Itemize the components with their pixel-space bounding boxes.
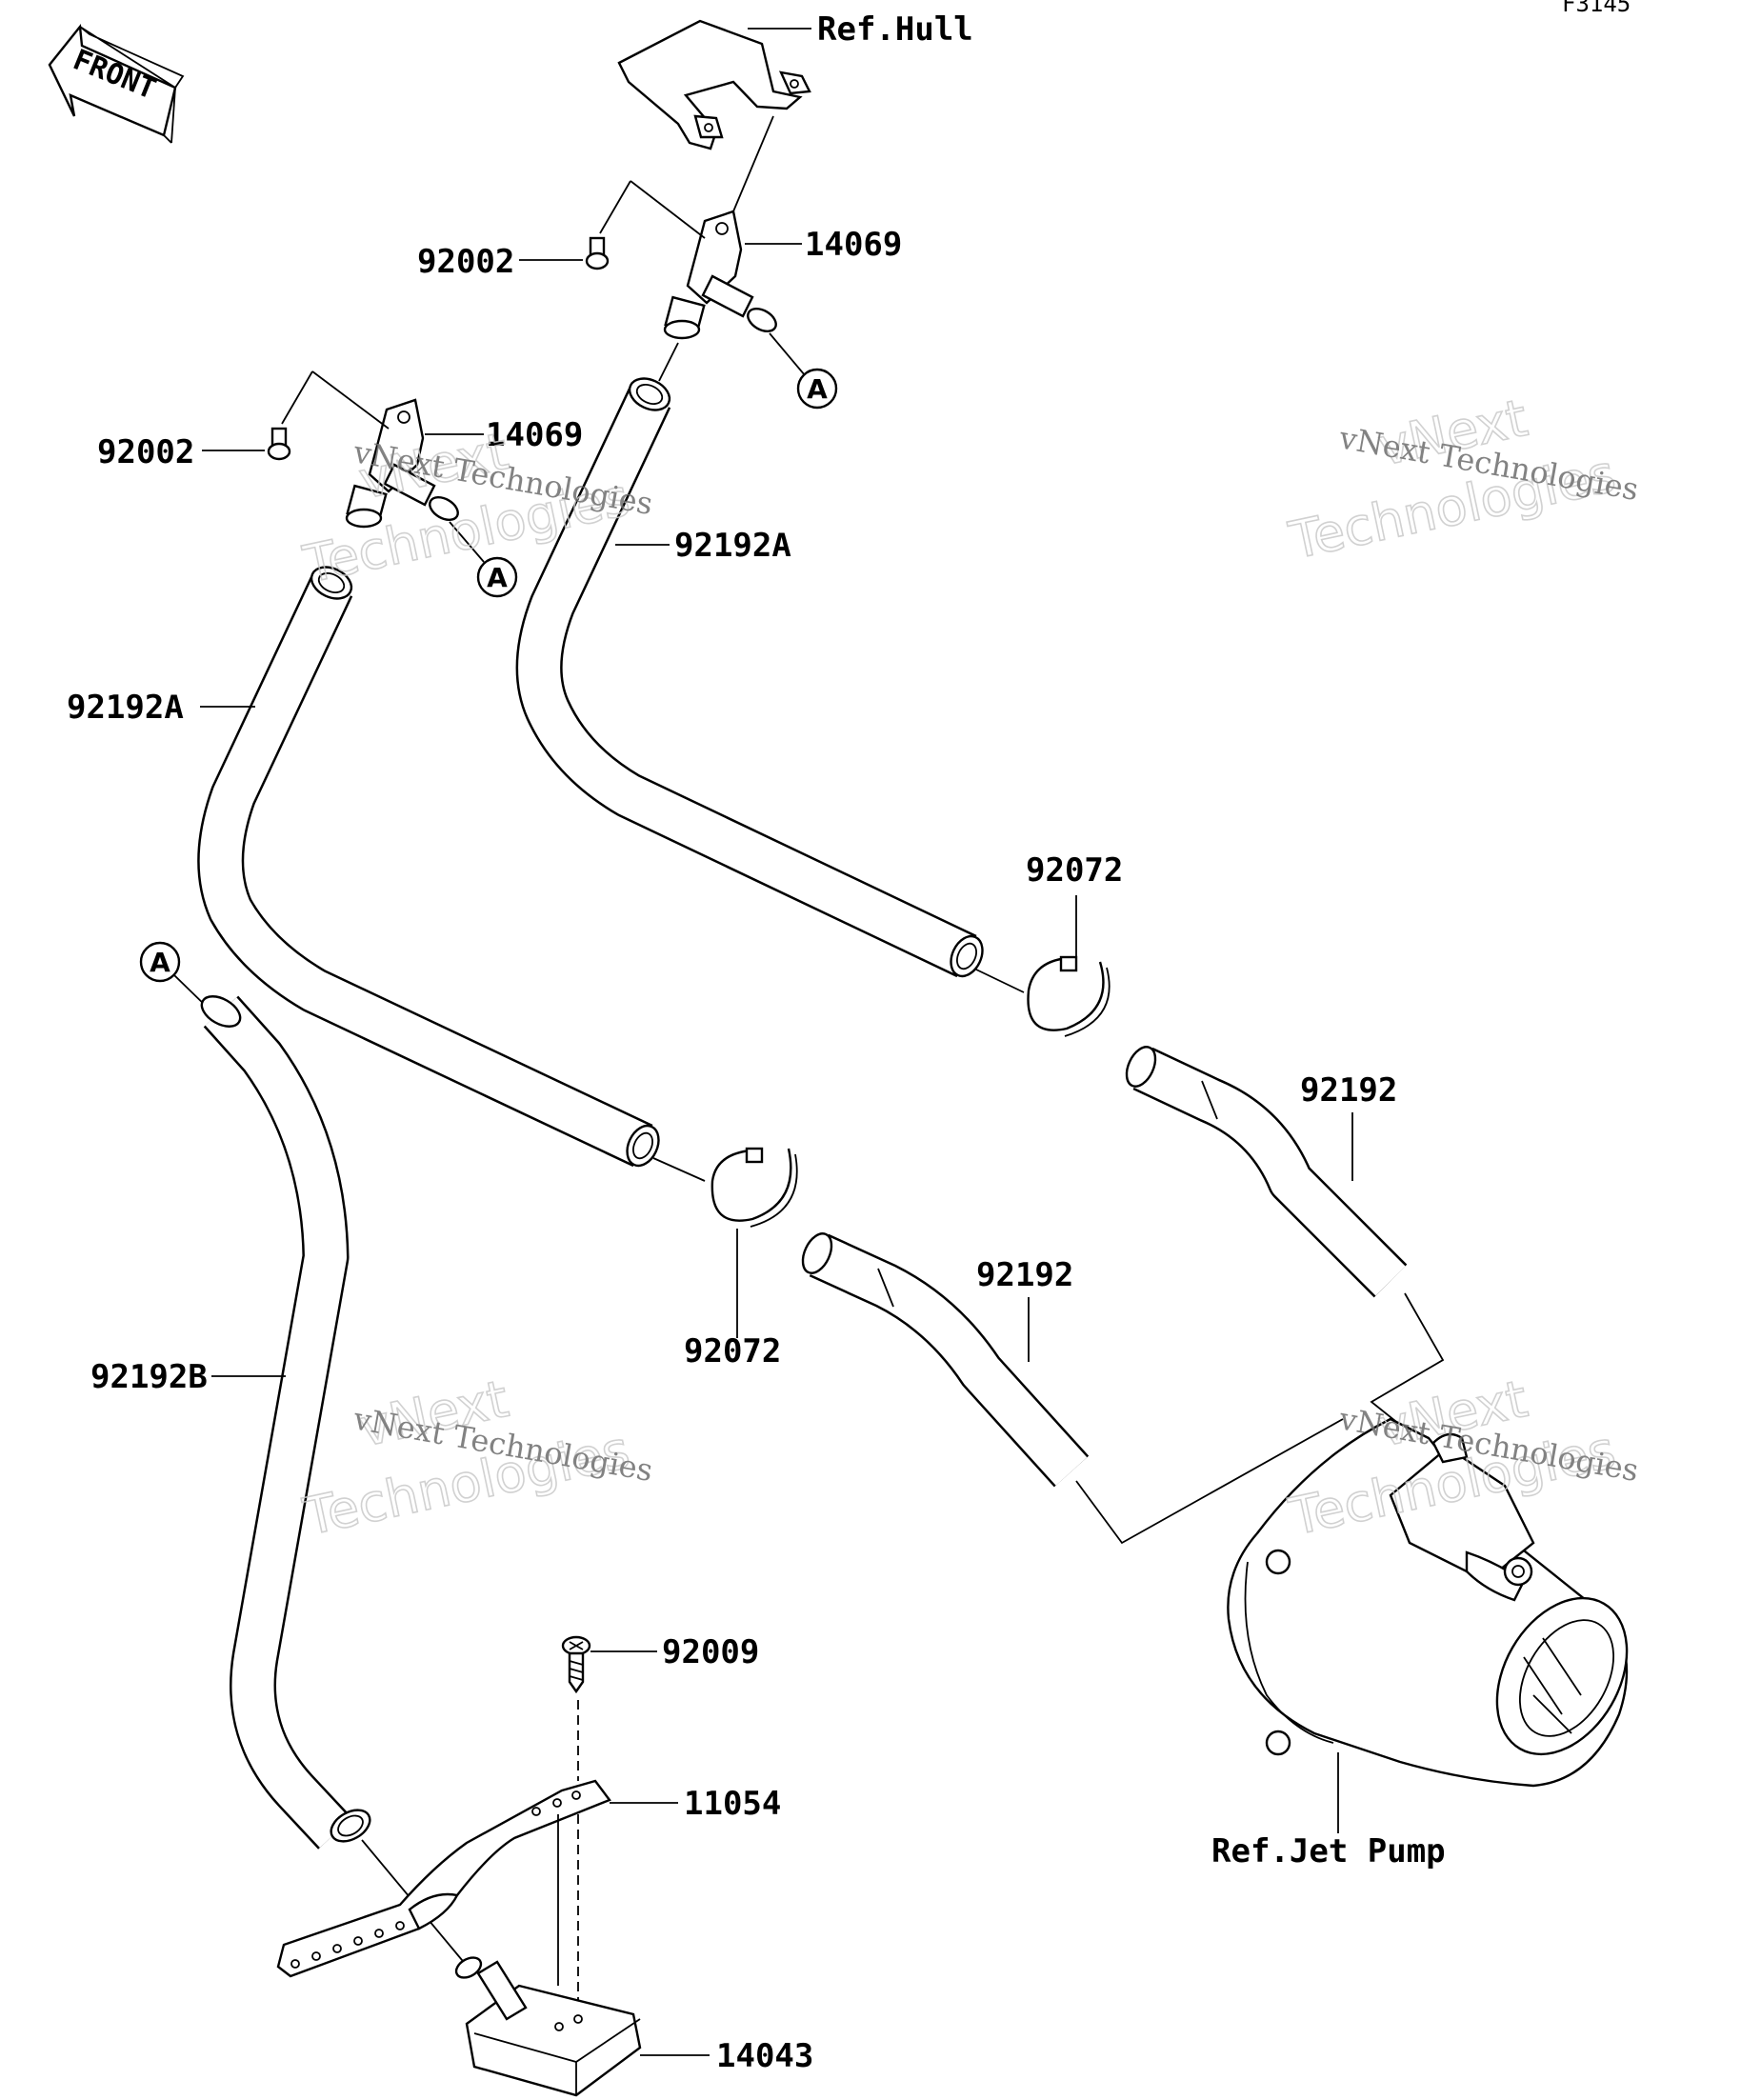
ref-hull-label: Ref.Hull — [817, 10, 973, 49]
part-14069-top-label: 14069 — [805, 226, 902, 264]
part-92009-label: 92009 — [662, 1633, 759, 1671]
screw-icon — [561, 1635, 591, 1694]
part-92072-upper-label: 92072 — [1026, 851, 1123, 890]
ref-jet-pump-label: Ref.Jet Pump — [1211, 1832, 1446, 1870]
hose-92192a-left — [197, 566, 660, 1168]
clamp-lower — [710, 1147, 798, 1228]
fitting-top — [663, 210, 777, 340]
hull-bracket — [617, 19, 811, 150]
jet-pump — [1227, 1417, 1629, 1788]
hose-92192b — [200, 995, 371, 1850]
part-92192-middle-label: 92192 — [976, 1256, 1073, 1294]
hose-92192a-right — [515, 377, 984, 978]
front-arrow-icon: FRONT — [48, 23, 185, 144]
part-92192-right-label: 92192 — [1300, 1071, 1397, 1110]
svg-text:A: A — [807, 373, 828, 405]
clamp-upper — [1027, 955, 1111, 1037]
part-92192b-label: 92192B — [90, 1358, 208, 1396]
diagram-code: F3145 — [1562, 0, 1631, 17]
part-11054-label: 11054 — [684, 1785, 781, 1823]
part-92192a-left-label: 92192A — [67, 689, 184, 727]
part-92072-lower-label: 92072 — [684, 1332, 781, 1370]
hose-92192-right — [1125, 1046, 1408, 1298]
part-14069-left-label: 14069 — [486, 416, 583, 454]
part-92002-left-label: 92002 — [97, 433, 194, 471]
svg-text:A: A — [487, 562, 508, 593]
part-92192a-right-label: 92192A — [674, 527, 791, 565]
callout-a-left — [476, 556, 518, 598]
filter — [454, 1956, 642, 2097]
fitting-left — [345, 398, 459, 529]
hose-92192-middle — [801, 1232, 1090, 1488]
watermark-lower-left: vNext Technologies vNext Technologies — [297, 1368, 655, 1548]
bolt-top-icon — [585, 236, 610, 270]
part-92002-top-label: 92002 — [417, 243, 514, 281]
watermark-upper-right: vNext Technologies vNext Technologies — [1283, 387, 1641, 571]
bolt-left-icon — [267, 427, 291, 461]
bracket — [276, 1779, 611, 1978]
part-14043-label: 14043 — [716, 2037, 813, 2075]
svg-text:A: A — [150, 947, 170, 978]
callout-a-top — [796, 368, 838, 410]
callout-a-hose-b — [139, 941, 181, 983]
